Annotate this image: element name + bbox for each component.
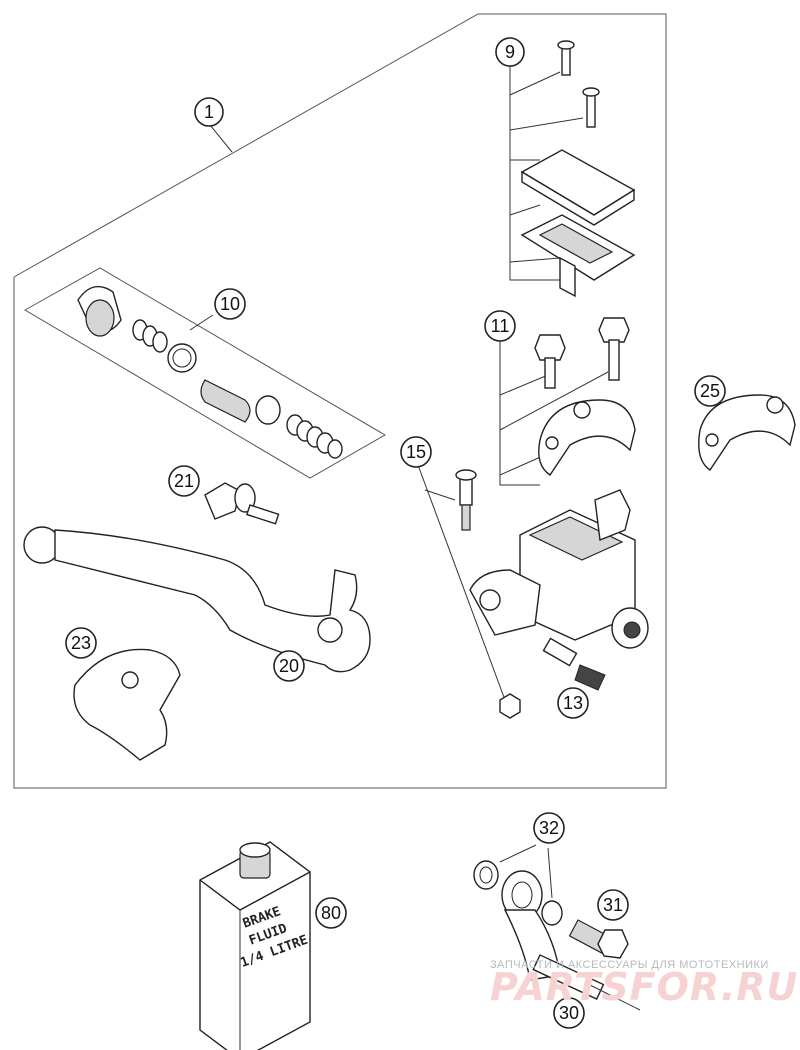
callout-30: 30 xyxy=(553,997,585,1029)
callout-20: 20 xyxy=(273,650,305,682)
reservoir-cover-group xyxy=(509,40,636,298)
svg-text:11: 11 xyxy=(491,316,510,336)
callout-11: 11 xyxy=(484,310,516,342)
svg-text:31: 31 xyxy=(603,895,623,915)
watermark-brand: PARTSFOR.RU xyxy=(490,965,798,1009)
svg-text:80: 80 xyxy=(321,903,341,923)
banjo-hose-group xyxy=(473,844,641,1011)
svg-text:21: 21 xyxy=(174,471,194,491)
watermark-caption: ЗАПЧАСТИ И АКСЕССУАРЫ ДЛЯ МОТОТЕХНИКИ xyxy=(490,959,769,971)
svg-text:30: 30 xyxy=(559,1003,579,1023)
piston-kit-group xyxy=(23,267,386,479)
lever-cover-23 xyxy=(73,648,181,761)
svg-text:9: 9 xyxy=(505,42,515,62)
callout-13: 13 xyxy=(557,687,589,719)
callout-23: 23 xyxy=(65,627,97,659)
callout-25: 25 xyxy=(694,375,726,407)
callout-31: 31 xyxy=(597,889,629,921)
clamp-bolts-group xyxy=(499,317,636,486)
svg-text:1: 1 xyxy=(204,102,214,122)
callout-32: 32 xyxy=(533,812,565,844)
callout-1: 1 xyxy=(194,97,224,127)
brake-fluid-bottle: BRAKE FLUID 1/4 LITRE xyxy=(199,841,311,1050)
svg-text:20: 20 xyxy=(279,656,299,676)
svg-text:10: 10 xyxy=(220,294,240,314)
svg-text:15: 15 xyxy=(406,442,426,462)
svg-text:23: 23 xyxy=(71,633,91,653)
callout-21: 21 xyxy=(168,465,200,497)
svg-text:32: 32 xyxy=(539,818,559,838)
callout-10: 10 xyxy=(214,288,246,320)
svg-text:25: 25 xyxy=(700,381,720,401)
pivot-pin-15 xyxy=(417,464,521,719)
brake-switch-13 xyxy=(542,637,606,691)
callout-9: 9 xyxy=(495,37,525,67)
master-cylinder xyxy=(469,489,649,649)
assembly-outline xyxy=(13,13,667,789)
callout-15: 15 xyxy=(400,436,432,468)
adjuster-21 xyxy=(204,482,280,525)
svg-text:13: 13 xyxy=(563,693,583,713)
clamp-part-25 xyxy=(698,394,796,471)
brake-lever-20 xyxy=(23,526,371,673)
callout-80: 80 xyxy=(315,897,347,929)
